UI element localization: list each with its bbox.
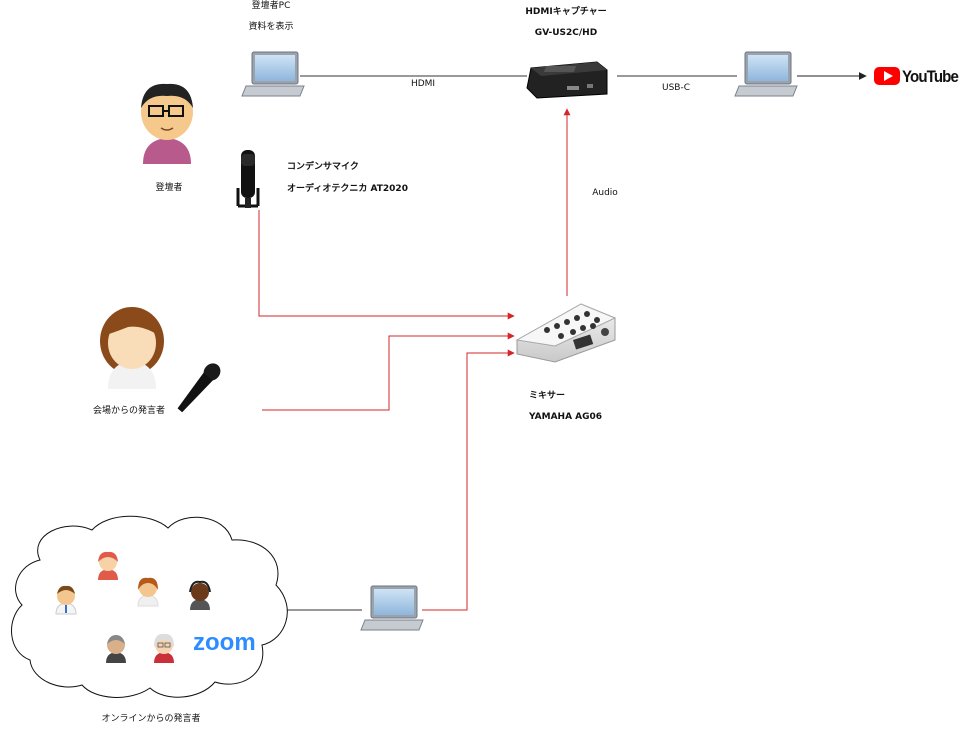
streaming-laptop-icon xyxy=(734,51,798,97)
condenser-mic-icon xyxy=(236,150,260,208)
presenter-pc-label-2: 資料を表示 xyxy=(248,22,294,32)
condenser-mic-title: コンデンサマイク xyxy=(287,162,359,172)
participant-avatar-icon xyxy=(106,635,126,663)
participant-avatar-icon xyxy=(154,633,174,663)
audio-label: Audio xyxy=(592,188,618,198)
online-laptop-icon xyxy=(360,585,424,631)
youtube-logo-text: YouTube xyxy=(902,67,958,86)
online-pc-to-mixer-line xyxy=(422,349,515,611)
capture-device-icon xyxy=(526,61,608,99)
online-label: オンラインからの発言者 xyxy=(101,714,201,724)
venue-speaker-label: 会場からの発言者 xyxy=(92,406,166,416)
participant-avatar-icon xyxy=(98,551,118,580)
mixer-icon xyxy=(515,303,617,363)
handmic-to-mixer-line xyxy=(262,332,515,411)
presenter-label: 登壇者 xyxy=(155,183,183,193)
mixer-title: ミキサー xyxy=(529,391,566,401)
venue-speaker-avatar-icon xyxy=(100,307,164,389)
participant-avatar-icon xyxy=(189,580,211,610)
capture-model: GV-US2C/HD xyxy=(534,28,598,38)
presenter-pc-label-1: 登壇者PC xyxy=(251,1,291,11)
presenter-laptop-icon xyxy=(241,51,305,97)
hdmi-label: HDMI xyxy=(410,79,436,89)
online-cloud-shape xyxy=(11,515,288,698)
mixer-model: YAMAHA AG06 xyxy=(529,412,603,422)
zoom-logo-icon: zoom xyxy=(193,629,256,656)
participant-avatar-icon xyxy=(137,577,159,607)
handheld-mic-icon xyxy=(177,363,221,413)
capture-title: HDMIキャプチャー xyxy=(525,7,607,17)
condenser-mic-model: オーディオテクニカ AT2020 xyxy=(287,184,408,194)
participant-avatar-icon xyxy=(55,585,77,615)
presenter-avatar-icon xyxy=(141,83,193,164)
youtube-logo-icon: YouTube xyxy=(874,67,959,86)
condenser-to-mixer-line xyxy=(258,210,515,320)
usbc-label: USB-C xyxy=(661,83,691,93)
